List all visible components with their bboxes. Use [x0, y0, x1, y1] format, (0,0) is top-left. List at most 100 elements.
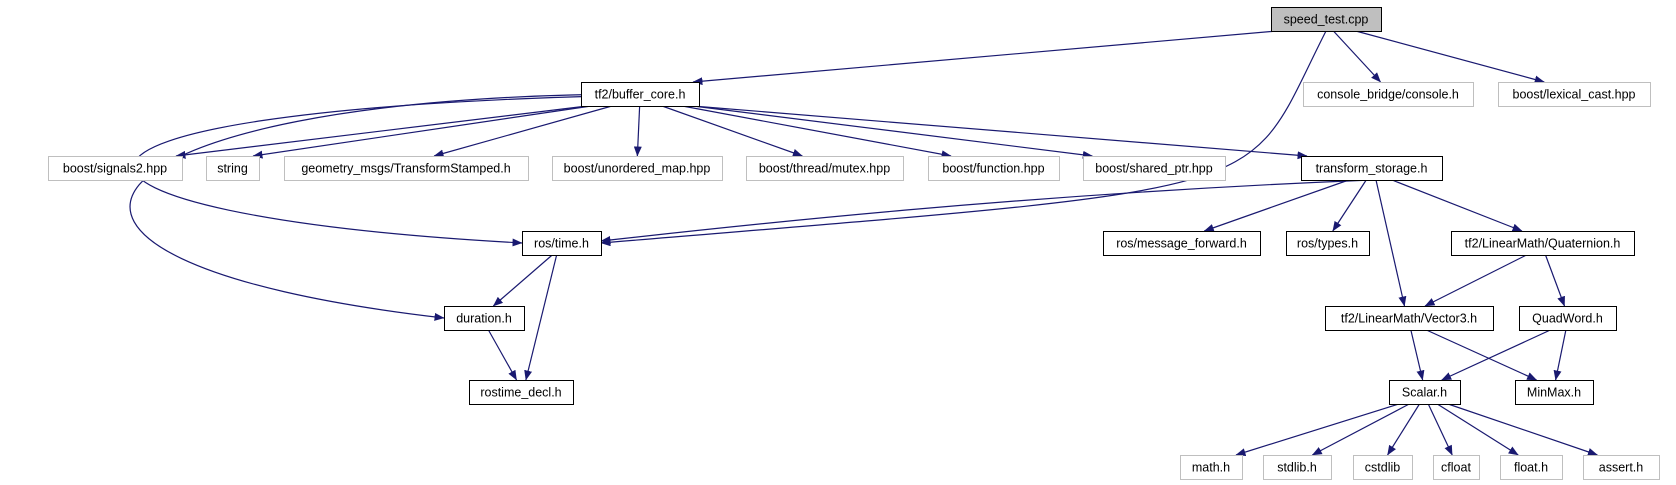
edge-quaternion-to-vector3 [1424, 254, 1527, 307]
node-box [1451, 231, 1635, 256]
edge-buffer_core-to-function [682, 105, 952, 159]
node-label: float.h [1514, 461, 1548, 475]
node-label: math.h [1192, 461, 1230, 475]
edge-transform_storage-to-quaternion [1391, 179, 1523, 232]
node-function: boost/function.hpp [928, 156, 1060, 181]
edge-vector3-to-scalar [1410, 329, 1425, 381]
node-label: geometry_msgs/TransformStamped.h [301, 162, 510, 176]
edge-buffer_core-to-unordered_map [633, 105, 642, 157]
node-unordered-map: boost/unordered_map.hpp [552, 156, 723, 181]
node-duration[interactable]: duration.h [444, 306, 525, 331]
node-label: tf2/LinearMath/Quaternion.h [1465, 237, 1621, 251]
node-box [1519, 306, 1617, 331]
node-float: float.h [1500, 455, 1563, 480]
node-ros-types[interactable]: ros/types.h [1286, 231, 1370, 256]
edge-buffer_core-to-string [252, 105, 592, 159]
node-buffer-core[interactable]: tf2/buffer_core.h [581, 82, 700, 107]
node-label: speed_test.cpp [1284, 13, 1369, 27]
node-vector3[interactable]: tf2/LinearMath/Vector3.h [1325, 306, 1494, 331]
node-stdlib: stdlib.h [1263, 455, 1332, 480]
edge-buffer_core-to-signals2 [175, 105, 588, 159]
nodes-layer: speed_test.cpp tf2/buffer_core.h console_b… [48, 7, 1660, 480]
node-signals2: boost/signals2.hpp [48, 156, 183, 181]
node-label: tf2/LinearMath/Vector3.h [1341, 312, 1477, 326]
edge-quaternion-to-quadword [1544, 254, 1566, 307]
node-box [48, 156, 183, 181]
edge-transform_storage-to-vector3 [1375, 179, 1407, 307]
node-label: QuadWord.h [1532, 312, 1603, 326]
node-box [444, 306, 525, 331]
node-box [1325, 306, 1494, 331]
node-quaternion[interactable]: tf2/LinearMath/Quaternion.h [1451, 231, 1635, 256]
node-label: rostime_decl.h [480, 386, 561, 400]
node-label: tf2/buffer_core.h [595, 88, 686, 102]
node-box [1286, 231, 1370, 256]
edge-transform_storage-to-ros_time [600, 179, 1372, 244]
node-box [552, 156, 723, 181]
node-box [1303, 82, 1474, 107]
node-box [746, 156, 904, 181]
node-shared-ptr: boost/shared_ptr.hpp [1083, 156, 1226, 181]
node-label: cstdlib [1365, 461, 1400, 475]
node-box [1263, 455, 1332, 480]
node-label: ros/message_forward.h [1116, 237, 1247, 251]
node-label: cfloat [1441, 461, 1471, 475]
node-box [206, 156, 260, 181]
node-box [1180, 455, 1243, 480]
node-box [1498, 82, 1651, 107]
edge-buffer_core-to-transform_storage [692, 105, 1308, 160]
edge-quadword-to-scalar [1441, 329, 1551, 381]
node-label: stdlib.h [1277, 461, 1317, 475]
edge-scalar-to-cfloat [1427, 403, 1453, 456]
node-mutex: boost/thread/mutex.hpp [746, 156, 904, 181]
node-box [1389, 380, 1461, 405]
edge-speed_test-to-buffer_core [692, 30, 1278, 86]
node-box [1583, 455, 1660, 480]
node-label: MinMax.h [1527, 386, 1581, 400]
node-scalar[interactable]: Scalar.h [1389, 380, 1461, 405]
node-cfloat: cfloat [1433, 455, 1480, 480]
node-box [469, 380, 574, 405]
edge-speed_test-to-lexical_cast [1355, 30, 1545, 84]
node-box [1301, 156, 1443, 181]
edge-ros_time-to-duration [492, 254, 553, 307]
node-string: string [206, 156, 260, 181]
node-box [1271, 7, 1382, 32]
node-minmax[interactable]: MinMax.h [1515, 380, 1594, 405]
node-assert: assert.h [1583, 455, 1660, 480]
node-box [581, 82, 700, 107]
node-quadword[interactable]: QuadWord.h [1519, 306, 1617, 331]
edge-duration-to-rostime_decl [487, 329, 518, 381]
edge-scalar-to-stdlib [1311, 403, 1410, 456]
node-box [1433, 455, 1480, 480]
edge-speed_test-to-ros_time [600, 30, 1327, 247]
node-label: transform_storage.h [1316, 162, 1428, 176]
node-transform-stamped: geometry_msgs/TransformStamped.h [284, 156, 529, 181]
node-ros-time[interactable]: ros/time.h [522, 231, 602, 256]
node-label: string [217, 162, 248, 176]
edge-scalar-to-float [1436, 403, 1519, 456]
node-transform-storage[interactable]: transform_storage.h [1301, 156, 1443, 181]
node-box [522, 231, 602, 256]
node-box [1353, 455, 1413, 480]
node-rostime-decl[interactable]: rostime_decl.h [469, 380, 574, 405]
node-label: console_bridge/console.h [1317, 88, 1459, 102]
edge-quadword-to-minmax [1553, 329, 1567, 381]
node-label: assert.h [1599, 461, 1644, 475]
node-label: boost/function.hpp [942, 162, 1044, 176]
edge-buffer_core-to-transform_stamped [433, 105, 613, 158]
edge-scalar-to-cstdlib [1387, 403, 1420, 456]
node-box [1103, 231, 1261, 256]
edge-vector3-to-minmax [1426, 329, 1538, 381]
node-console: console_bridge/console.h [1303, 82, 1474, 107]
edge-buffer_core-to-shared_ptr [692, 105, 1093, 159]
node-box [928, 156, 1060, 181]
node-box [1515, 380, 1594, 405]
node-label: duration.h [456, 312, 512, 326]
node-speed-test[interactable]: speed_test.cpp [1271, 7, 1382, 32]
node-label: Scalar.h [1402, 386, 1447, 400]
edge-transform_storage-to-ros_types [1332, 179, 1367, 232]
node-message-forward[interactable]: ros/message_forward.h [1103, 231, 1261, 256]
node-cstdlib: cstdlib [1353, 455, 1413, 480]
edge-buffer_core-to-mutex [661, 105, 803, 157]
